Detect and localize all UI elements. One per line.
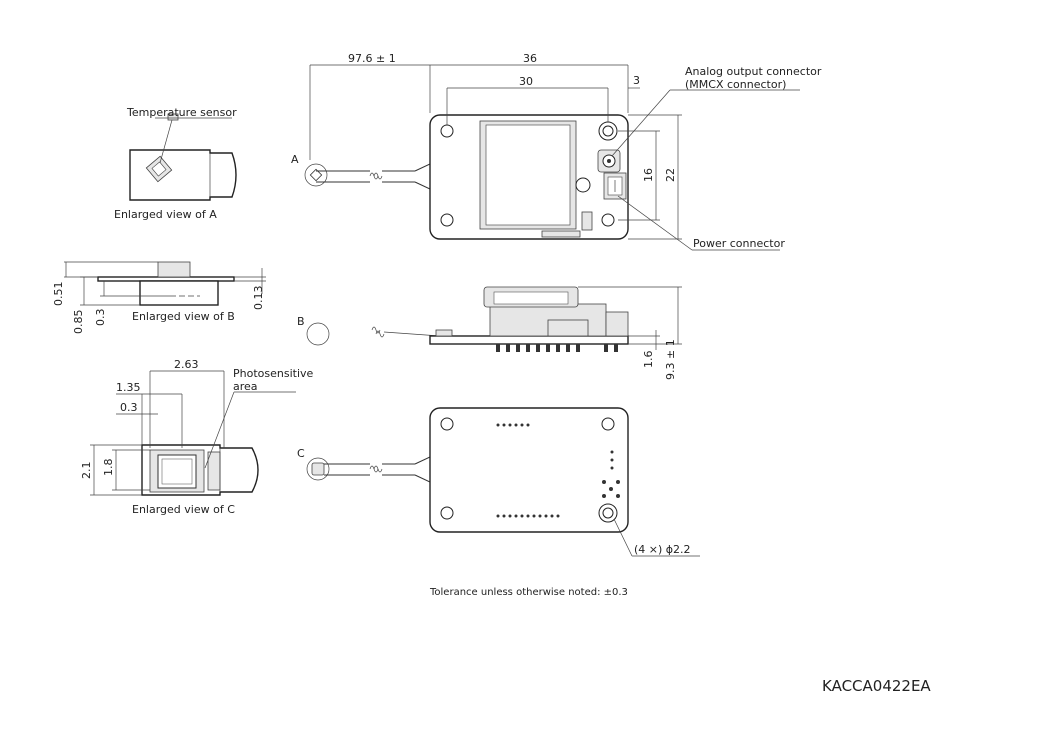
enlarged-view-c: 2.63 1.35 0.3 2.1 1.8 Photosensitive are… (80, 358, 314, 516)
dim-c-21: 2.1 (80, 462, 93, 480)
dim-board-width: 36 (523, 52, 537, 65)
enlarged-view-c-caption: Enlarged view of C (132, 503, 235, 516)
side-view: B 1.6 9.3 (297, 286, 682, 380)
dim-side-16: 1.6 (642, 351, 655, 369)
photosensitive-label-line2: area (233, 380, 258, 393)
top-view: A (291, 52, 822, 251)
solder-pads-right (602, 450, 620, 498)
solder-pads-top-row (496, 423, 530, 427)
dim-b-03: 0.3 (94, 309, 107, 327)
bottom-view: C (297, 407, 700, 557)
solder-pads-bottom-row (496, 514, 560, 518)
dim-b-085: 0.85 (72, 310, 85, 335)
power-connector-label: Power connector (693, 237, 785, 250)
marker-c: C (297, 447, 305, 460)
bottom-pins (496, 344, 618, 352)
dim-height-22: 22 (664, 168, 677, 182)
enlarged-view-a: Temperature sensor Enlarged view of A (114, 106, 237, 221)
enlarged-view-a-caption: Enlarged view of A (114, 208, 217, 221)
dim-c-18: 1.8 (102, 459, 115, 477)
marker-b: B (297, 315, 305, 328)
dim-edge-offset: 3 (633, 74, 640, 87)
enlarged-view-b: 0.51 0.85 0.3 0.13 Enlarged view of B (52, 261, 266, 335)
dim-b-013: 0.13 (252, 286, 265, 311)
temperature-sensor-label: Temperature sensor (126, 106, 237, 119)
dim-inner-width: 30 (519, 75, 533, 88)
marker-a: A (291, 153, 299, 166)
photosensitive-label-line1: Photosensitive (233, 367, 314, 380)
dim-c-03: 0.3 (120, 401, 138, 414)
drawing-id: KACCA0422EA (822, 677, 931, 695)
mounting-holes-label: (4 ×) ϕ2.2 (634, 543, 691, 556)
analog-output-label-line1: Analog output connector (685, 65, 822, 78)
dim-c-263: 2.63 (174, 358, 199, 371)
tolerance-note: Tolerance unless otherwise noted: ±0.3 (429, 587, 628, 598)
dim-height-16: 16 (642, 168, 655, 182)
dim-b-051: 0.51 (52, 282, 65, 307)
analog-output-label-line2: (MMCX connector) (685, 78, 786, 91)
dim-cable-length: 97.6 ± 1 (348, 52, 396, 65)
dim-side-93: 9.3 ± 1 (664, 339, 677, 380)
dim-c-135: 1.35 (116, 381, 141, 394)
enlarged-view-b-caption: Enlarged view of B (132, 310, 235, 323)
